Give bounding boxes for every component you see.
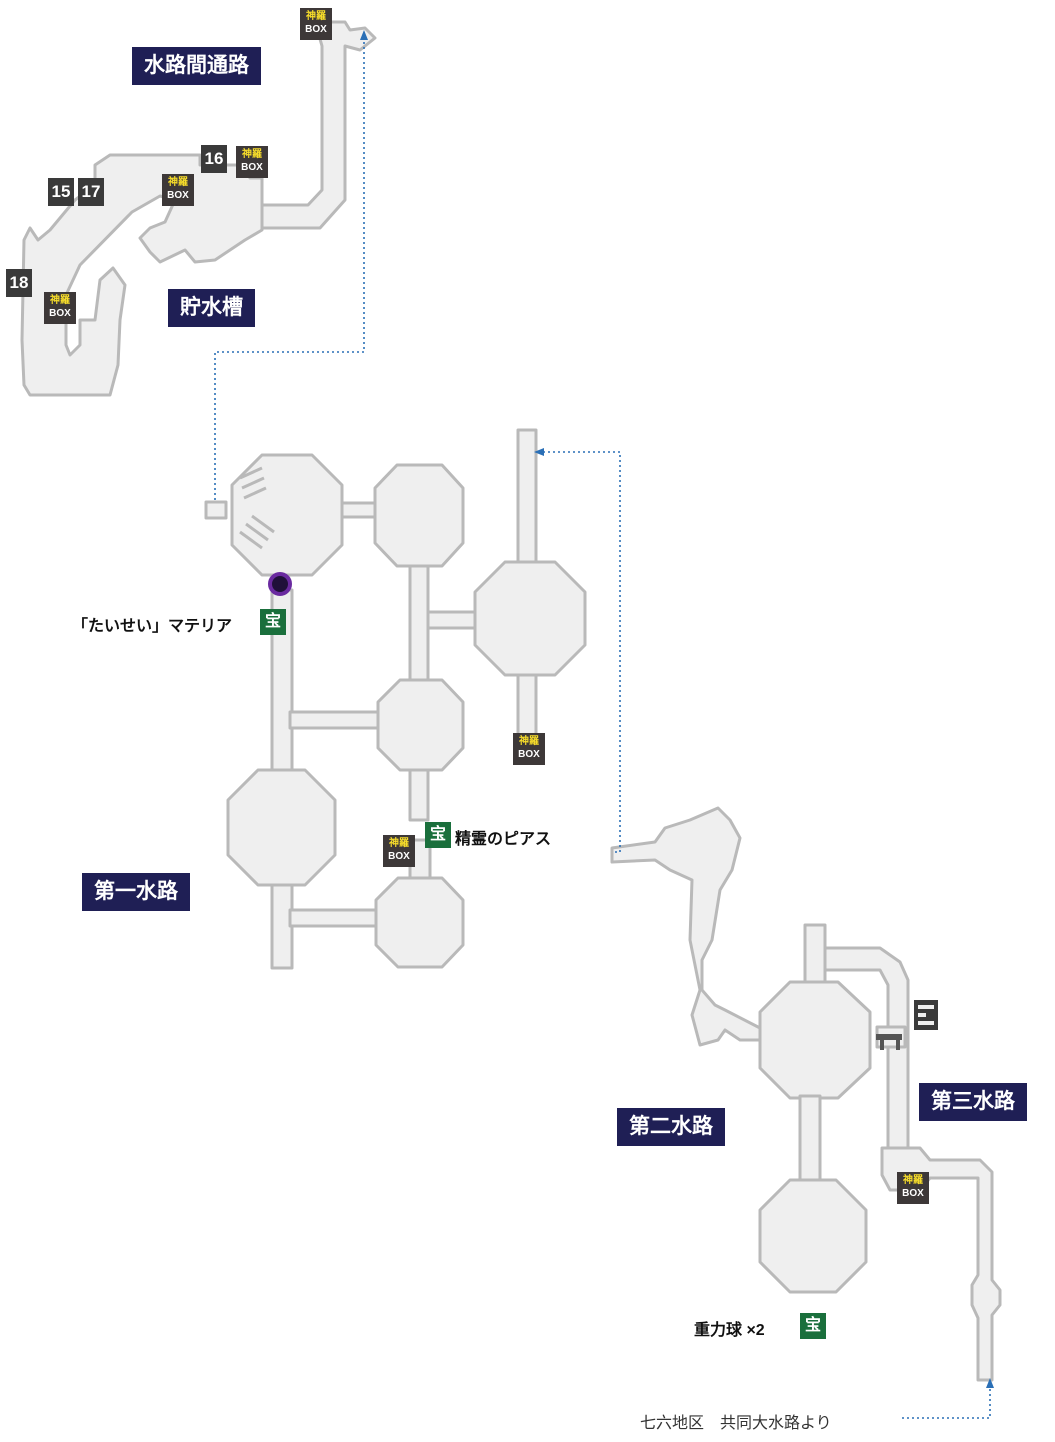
materia-icon [268, 572, 292, 596]
route-lines [214, 30, 994, 1419]
treasure-icon-juryoku: 宝 [800, 1313, 826, 1339]
number-marker-18: 18 [6, 269, 32, 297]
area-label-daiichi: 第一水路 [82, 873, 190, 911]
caption-juryoku: 重力球 ×2 [694, 1322, 765, 1339]
second-third-channel-map [610, 806, 1002, 1382]
treasure-icon-taisei: 宝 [260, 609, 286, 635]
area-label-daisan: 第三水路 [919, 1083, 1027, 1121]
area-label-daini: 第二水路 [617, 1108, 725, 1146]
area-label-suiro-kan: 水路間通路 [132, 47, 261, 85]
treasure-icon-seirei: 宝 [425, 822, 451, 848]
area-label-chosuiso: 貯水槽 [168, 289, 255, 327]
first-channel-map [204, 428, 587, 970]
entry-note: 七六地区 共同大水路より [640, 1415, 832, 1432]
caption-taisei-materia: 「たいせい」マテリア [72, 618, 233, 635]
caption-seirei-piercing: 精霊のピアス [455, 831, 552, 848]
number-marker-17: 17 [78, 178, 104, 206]
number-marker-15: 15 [48, 178, 74, 206]
facility-icons [876, 1000, 938, 1050]
number-marker-16: 16 [201, 145, 227, 173]
